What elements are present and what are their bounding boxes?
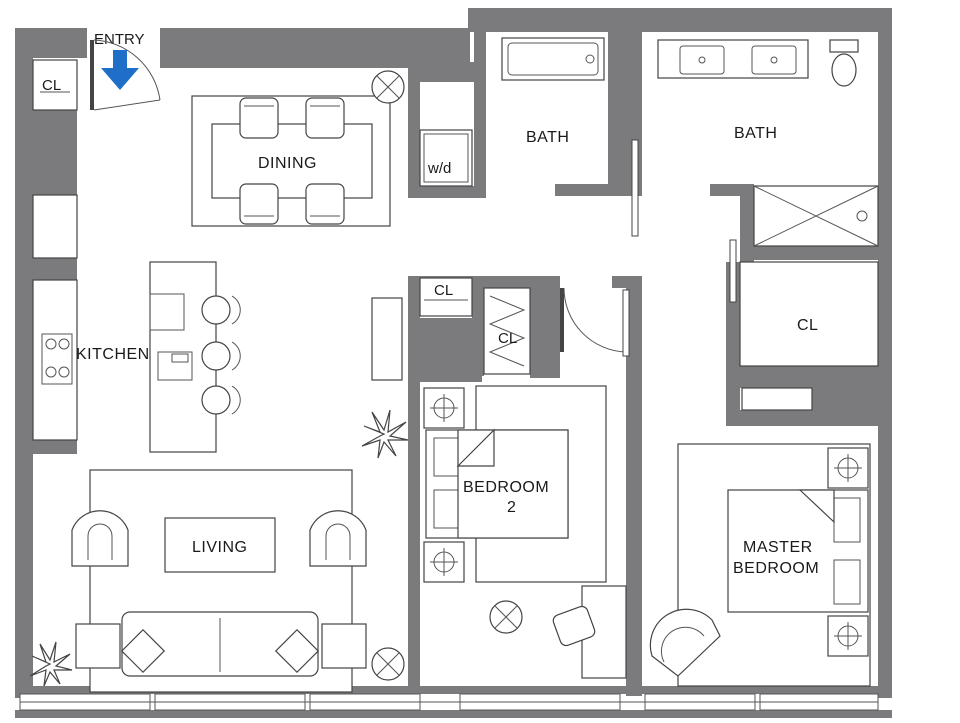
kitchen-area: KITCHEN	[32, 194, 409, 459]
bedroom-2-label-2: 2	[507, 499, 516, 516]
toilet-icon	[829, 39, 859, 87]
bath-1-label: BATH	[526, 129, 569, 146]
stove-icon	[41, 333, 73, 385]
light-fixture-icon	[371, 70, 405, 104]
bath-1: BATH	[501, 37, 639, 237]
master-bedroom: MASTER BEDROOM	[649, 443, 871, 687]
dining-label: DINING	[258, 155, 317, 172]
hall-closets: CL CL	[419, 277, 630, 375]
entry-arrow-icon	[101, 50, 139, 90]
kitchen-label: KITCHEN	[76, 346, 150, 363]
dining-area: DINING	[191, 70, 405, 227]
plant-icon	[361, 409, 409, 459]
washer-dryer-label: w/d	[427, 160, 451, 177]
entry-label: ENTRY	[94, 31, 145, 48]
bath-2: BATH	[657, 39, 879, 303]
living-area: LIVING	[29, 469, 405, 693]
sink-icon	[679, 45, 797, 75]
closet-master-label: CL	[797, 317, 818, 334]
closet-bed2-label: CL	[498, 330, 517, 347]
entry-area: CL ENTRY	[32, 31, 161, 111]
washer-dryer: w/d	[419, 129, 473, 187]
master-bedroom-label-1: MASTER	[743, 539, 813, 556]
bath-2-label: BATH	[734, 125, 777, 142]
living-label: LIVING	[192, 539, 247, 556]
master-bedroom-label-2: BEDROOM	[733, 560, 819, 577]
closet-hall-label: CL	[434, 282, 453, 299]
plant-icon	[29, 641, 73, 687]
master-closet: CL	[739, 261, 879, 411]
windows	[19, 693, 879, 711]
light-fixture-icon	[489, 600, 523, 634]
bedroom-2: BEDROOM 2	[423, 385, 627, 679]
light-fixture-icon	[371, 647, 405, 681]
bedroom-2-label-1: BEDROOM	[463, 479, 549, 496]
closet-entry-label: CL	[42, 77, 61, 94]
